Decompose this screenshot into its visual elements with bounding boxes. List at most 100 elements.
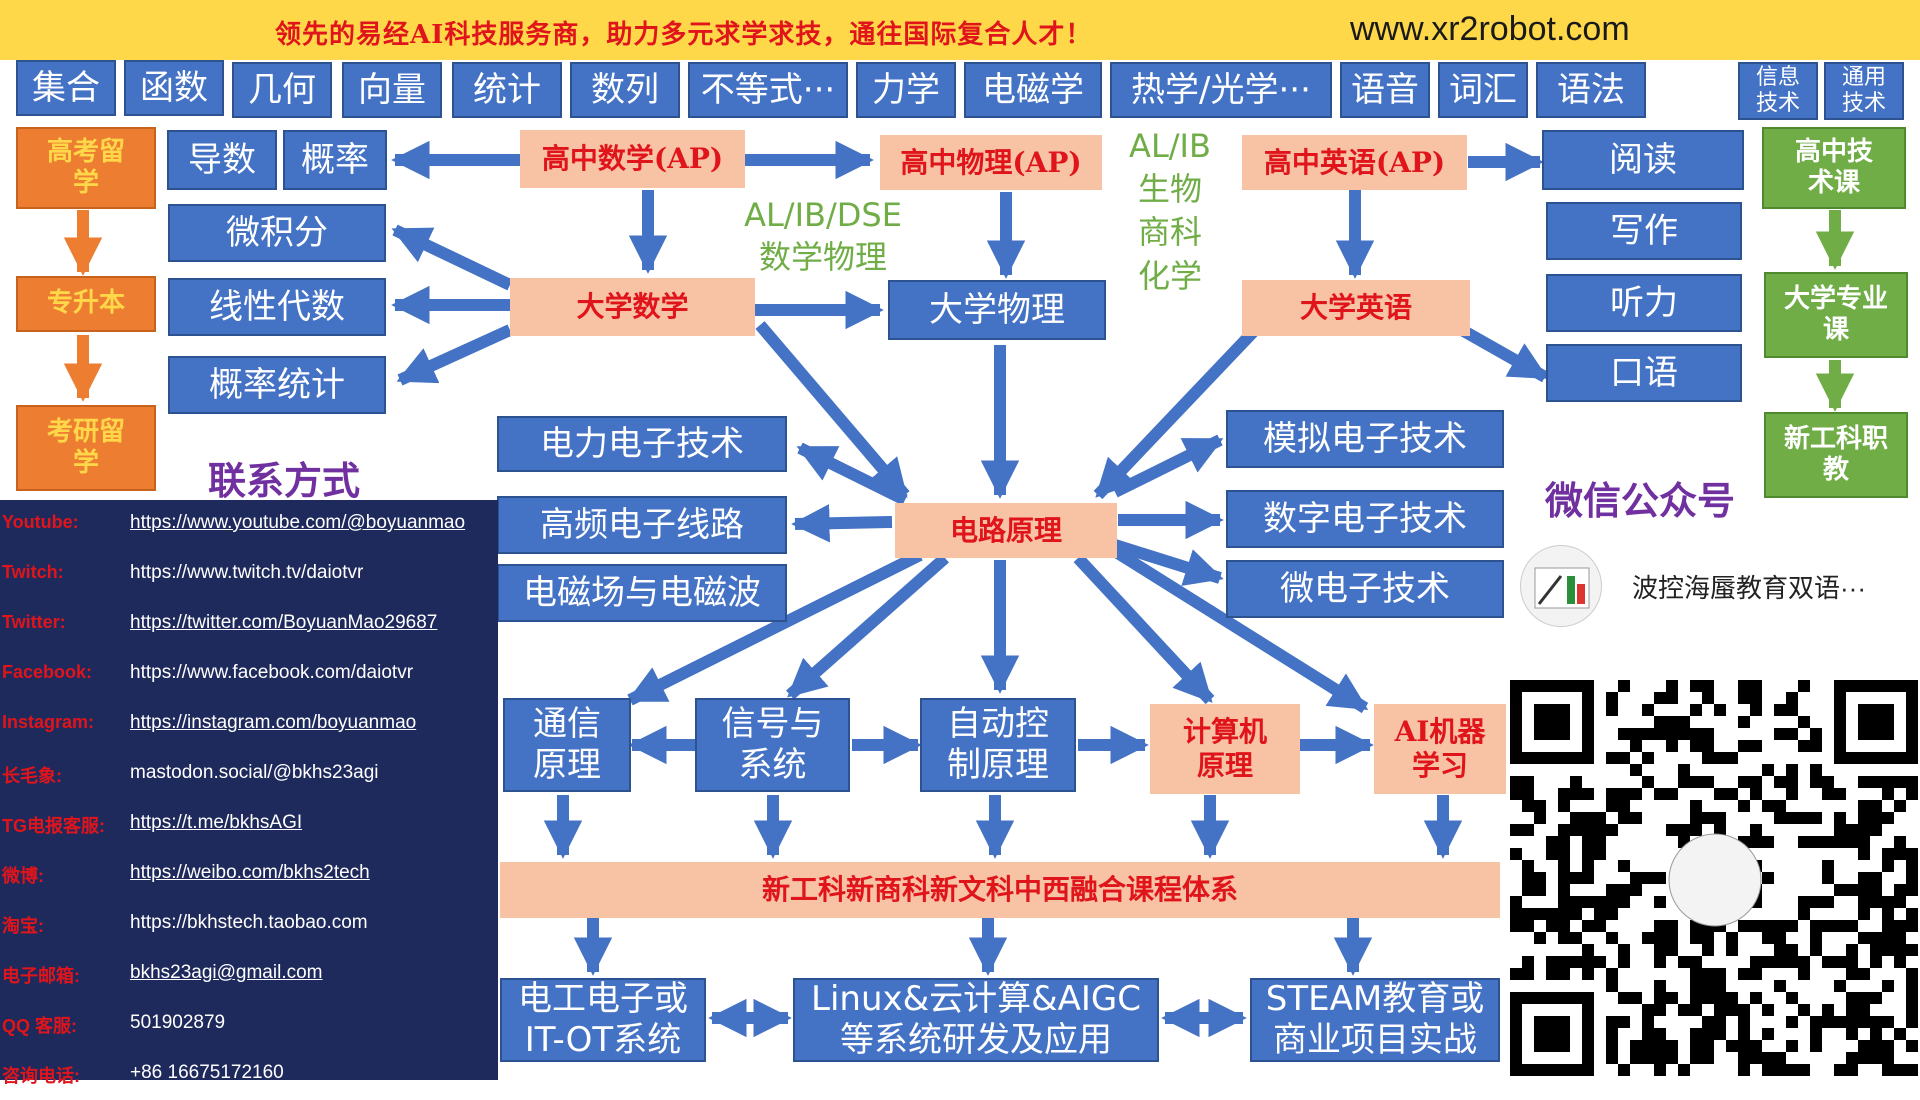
- branch-course[interactable]: 高频电子线路: [497, 496, 787, 554]
- contact-row: 电子邮箱: bkhs23agi@gmail.com: [0, 950, 498, 1000]
- english-skill[interactable]: 写作: [1546, 202, 1742, 260]
- uni-math-node[interactable]: 大学数学: [510, 278, 755, 336]
- contact-value[interactable]: https://weibo.com/bkhs2tech: [130, 862, 370, 883]
- qr-module: [1654, 932, 1666, 944]
- path-step[interactable]: 高中技术课: [1762, 127, 1906, 209]
- subject-tab[interactable]: 语法: [1536, 62, 1646, 118]
- contact-value[interactable]: https://twitter.com/BoyuanMao29687: [130, 612, 438, 633]
- qr-module: [1690, 776, 1702, 788]
- qr-module: [1870, 896, 1882, 908]
- qr-module: [1522, 860, 1534, 872]
- subject-tab[interactable]: 不等式···: [688, 62, 848, 118]
- english-skill[interactable]: 口语: [1546, 344, 1742, 402]
- qr-module: [1558, 788, 1570, 800]
- subject-tab[interactable]: 数列: [570, 62, 680, 118]
- branch-course[interactable]: 数字电子技术: [1226, 490, 1504, 548]
- qr-module: [1510, 968, 1522, 980]
- path-step-label: 新工科职教: [1783, 423, 1888, 485]
- qr-module: [1906, 944, 1918, 956]
- qr-module: [1654, 872, 1666, 884]
- subject-tab[interactable]: 语音: [1340, 62, 1430, 118]
- subject-tab[interactable]: 词汇: [1438, 62, 1528, 118]
- qr-module: [1546, 836, 1558, 848]
- subject-tab[interactable]: 函数: [124, 60, 224, 116]
- branch-course[interactable]: 微电子技术: [1226, 560, 1504, 618]
- path-step[interactable]: 专升本: [16, 276, 156, 332]
- qr-module: [1582, 956, 1594, 968]
- contact-value[interactable]: https://t.me/bkhsAGI: [130, 812, 303, 833]
- subject-label: 统计: [473, 69, 541, 110]
- math-topic[interactable]: 概率统计: [168, 356, 386, 414]
- core-course[interactable]: 计算机原理: [1150, 704, 1300, 794]
- english-skill[interactable]: 听力: [1546, 274, 1742, 332]
- core-course-label: 信号与系统: [721, 704, 824, 785]
- wechat-account[interactable]: 波控海蜃教育双语···: [1632, 573, 1866, 603]
- subject-tab[interactable]: 统计: [452, 62, 562, 118]
- qr-module: [1630, 764, 1642, 776]
- path-step[interactable]: 考研留学: [16, 405, 156, 491]
- subject-label: 不等式···: [700, 69, 836, 110]
- qr-module: [1858, 800, 1870, 812]
- qr-module: [1798, 1064, 1810, 1076]
- curriculum-system-bar[interactable]: 新工科新商科新文科中西融合课程体系: [500, 862, 1500, 918]
- contact-value[interactable]: https://instagram.com/boyuanmao: [130, 712, 417, 733]
- tech-tab[interactable]: 通用技术: [1824, 62, 1904, 120]
- english-skill[interactable]: 阅读: [1542, 130, 1744, 190]
- qr-module: [1726, 992, 1738, 1004]
- qr-module: [1678, 956, 1690, 968]
- contact-value[interactable]: https://www.youtube.com/@boyuanmao: [130, 512, 466, 533]
- outcome-box[interactable]: 电工电子或IT-OT系统: [500, 978, 706, 1062]
- qr-module: [1846, 956, 1858, 968]
- subject-tab[interactable]: 力学: [856, 62, 956, 118]
- qr-module: [1594, 848, 1606, 860]
- exam-note: AL/IB 生物 商科 化学: [1120, 125, 1220, 298]
- path-step[interactable]: 大学专业课: [1764, 272, 1908, 358]
- math-topic[interactable]: 导数: [167, 130, 277, 190]
- hs-math-node[interactable]: 高中数学(AP): [520, 130, 745, 188]
- math-topic[interactable]: 概率: [283, 130, 387, 190]
- subject-tab[interactable]: 集合: [16, 60, 116, 116]
- qr-module: [1762, 1028, 1774, 1040]
- subject-tab[interactable]: 几何: [232, 62, 332, 118]
- qr-module: [1750, 992, 1762, 1004]
- tech-tab[interactable]: 信息技术: [1738, 62, 1818, 120]
- qr-module: [1882, 1052, 1894, 1064]
- subject-label: 向量: [358, 69, 426, 110]
- qr-module: [1786, 812, 1798, 824]
- qr-module: [1510, 776, 1522, 788]
- qr-module: [1738, 1052, 1750, 1064]
- wechat-qr-code[interactable]: [1510, 680, 1920, 1080]
- core-course[interactable]: AI机器学习: [1374, 704, 1506, 794]
- path-step[interactable]: 高考留学: [16, 127, 156, 209]
- contact-row: QQ 客服:501902879: [0, 1000, 498, 1050]
- qr-module: [1786, 1040, 1798, 1052]
- banner-url[interactable]: www.xr2robot.com: [1350, 10, 1630, 48]
- subject-tab[interactable]: 电磁学: [964, 62, 1102, 118]
- uni-english-node[interactable]: 大学英语: [1242, 280, 1470, 336]
- branch-course[interactable]: 模拟电子技术: [1226, 410, 1504, 468]
- math-topic[interactable]: 微积分: [168, 204, 386, 262]
- qr-module: [1666, 740, 1678, 752]
- qr-module: [1534, 884, 1546, 896]
- core-course[interactable]: 自动控制原理: [920, 698, 1076, 792]
- math-topic[interactable]: 线性代数: [168, 278, 386, 336]
- contact-value[interactable]: bkhs23agi@gmail.com: [130, 962, 323, 983]
- subject-tab[interactable]: 热学/光学···: [1110, 62, 1332, 118]
- qr-module: [1846, 1064, 1858, 1076]
- core-course[interactable]: 通信原理: [503, 698, 631, 792]
- outcome-box[interactable]: STEAM教育或商业项目实战: [1250, 978, 1500, 1062]
- core-course[interactable]: 信号与系统: [695, 698, 850, 792]
- path-step[interactable]: 新工科职教: [1764, 412, 1908, 498]
- hs-physics-node[interactable]: 高中物理(AP): [880, 135, 1102, 190]
- qr-module: [1870, 884, 1882, 896]
- uni-physics-node[interactable]: 大学物理: [888, 280, 1106, 340]
- hs-english-node[interactable]: 高中英语(AP): [1242, 135, 1467, 190]
- qr-module: [1774, 944, 1786, 956]
- wechat-title: 微信公众号: [1545, 479, 1736, 523]
- branch-course[interactable]: 电力电子技术: [497, 416, 787, 472]
- branch-course[interactable]: 电磁场与电磁波: [497, 564, 787, 622]
- contact-label: 电子邮箱:: [2, 966, 80, 986]
- circuit-node[interactable]: 电路原理: [895, 503, 1117, 558]
- subject-tab[interactable]: 向量: [342, 62, 442, 118]
- outcome-box[interactable]: Linux&云计算&AIGC等系统研发及应用: [793, 978, 1159, 1062]
